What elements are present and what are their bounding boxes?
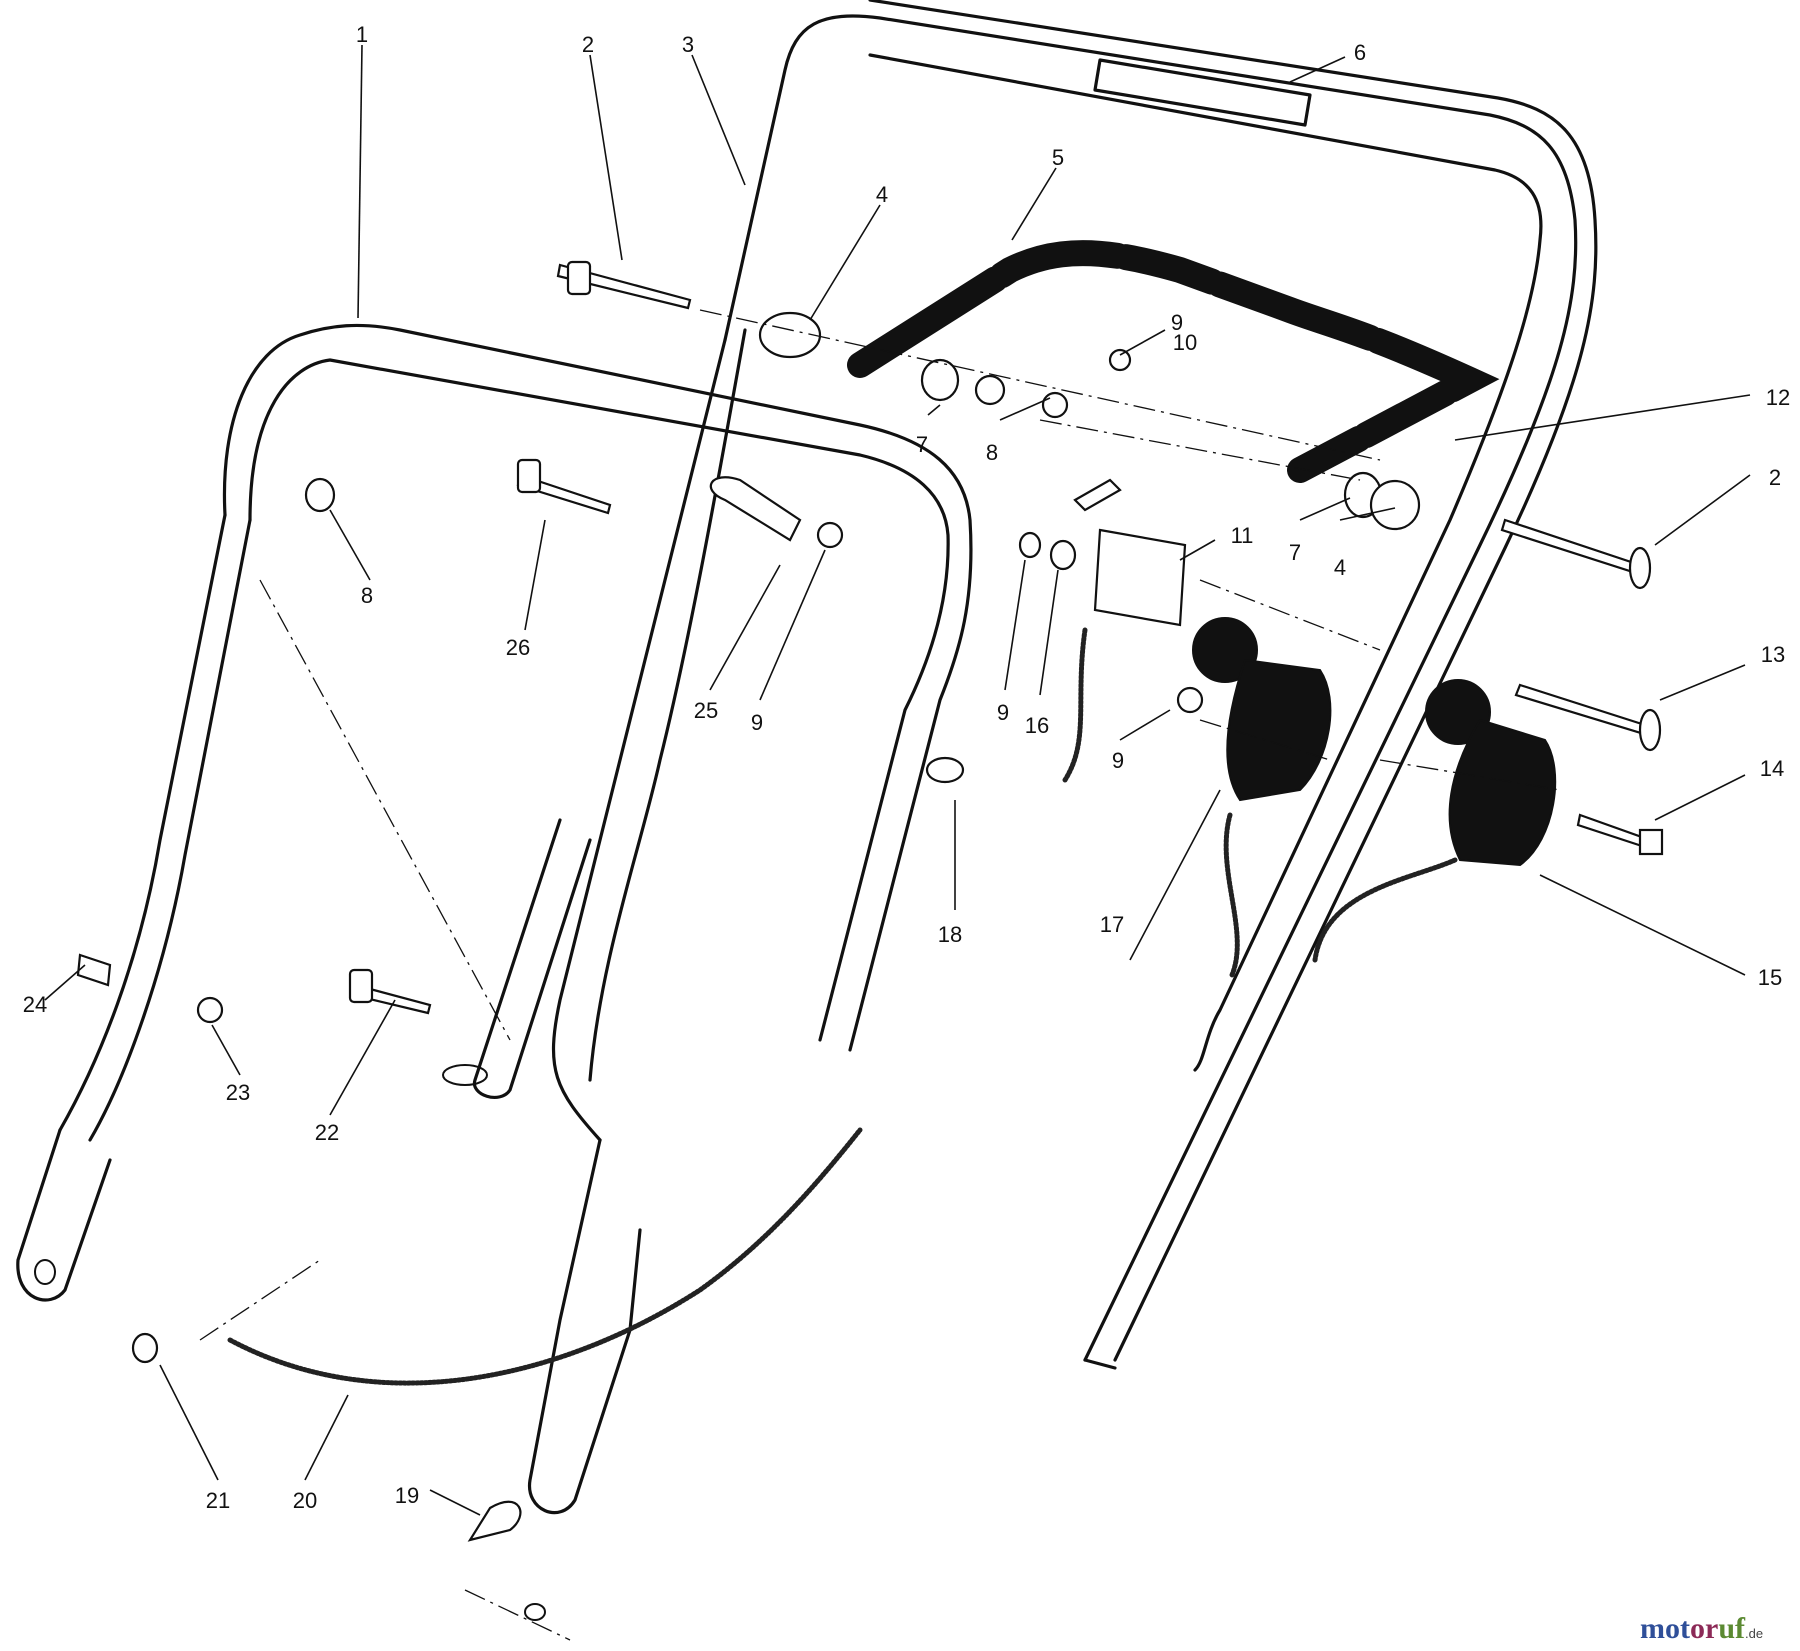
callout-12: 12 xyxy=(1766,385,1790,410)
callout-6: 6 xyxy=(1354,40,1366,65)
callout-9: 9 xyxy=(1112,748,1124,773)
callout-19: 19 xyxy=(395,1483,419,1508)
callout-9: 9 xyxy=(751,710,763,735)
watermark-part-3: uf xyxy=(1718,1612,1746,1645)
callout-2: 2 xyxy=(582,32,594,57)
callout-10: 10 xyxy=(1173,330,1197,355)
cables xyxy=(227,627,1458,1386)
lower-handle xyxy=(16,323,973,1621)
svg-text:motoruf.de: motoruf.de xyxy=(1640,1612,1763,1645)
callout-7: 7 xyxy=(916,432,928,457)
callout-17: 17 xyxy=(1100,912,1124,937)
callout-23: 23 xyxy=(226,1080,250,1105)
callout-13: 13 xyxy=(1761,642,1785,667)
site-watermark: motoruf.de xyxy=(1640,1612,1763,1645)
callout-14: 14 xyxy=(1760,756,1784,781)
callout-9: 9 xyxy=(997,700,1009,725)
upper-handle xyxy=(528,0,1598,1514)
callout-15: 15 xyxy=(1758,965,1782,990)
callout-26: 26 xyxy=(506,635,530,660)
callout-3: 3 xyxy=(682,32,694,57)
callout-16: 16 xyxy=(1025,713,1049,738)
leader-lines xyxy=(44,44,1751,1516)
callout-labels: 1 2 3 6 5 4 9 10 12 7 8 2 7 4 11 8 26 25… xyxy=(23,22,1790,1513)
callout-1: 1 xyxy=(356,22,368,47)
alignment-lines xyxy=(199,309,1561,1641)
callout-25: 25 xyxy=(694,698,718,723)
callout-5: 5 xyxy=(1052,145,1064,170)
callout-22: 22 xyxy=(315,1120,339,1145)
callout-18: 18 xyxy=(938,922,962,947)
control-bail xyxy=(847,240,1500,483)
callout-8: 8 xyxy=(986,440,998,465)
callout-9: 9 xyxy=(1171,310,1183,335)
watermark-suffix: .de xyxy=(1745,1626,1763,1641)
watermark-part-2: or xyxy=(1690,1612,1718,1645)
control-assemblies xyxy=(1093,528,1557,867)
hardware xyxy=(76,260,1664,1542)
callout-24: 24 xyxy=(23,992,47,1017)
callout-4: 4 xyxy=(876,182,888,207)
callout-11: 11 xyxy=(1231,523,1254,548)
callout-8: 8 xyxy=(361,583,373,608)
callout-7: 7 xyxy=(1289,540,1301,565)
callout-4: 4 xyxy=(1334,555,1346,580)
callout-20: 20 xyxy=(293,1488,317,1513)
callout-2: 2 xyxy=(1769,465,1781,490)
callout-21: 21 xyxy=(206,1488,230,1513)
watermark-part-1: mot xyxy=(1640,1612,1690,1645)
